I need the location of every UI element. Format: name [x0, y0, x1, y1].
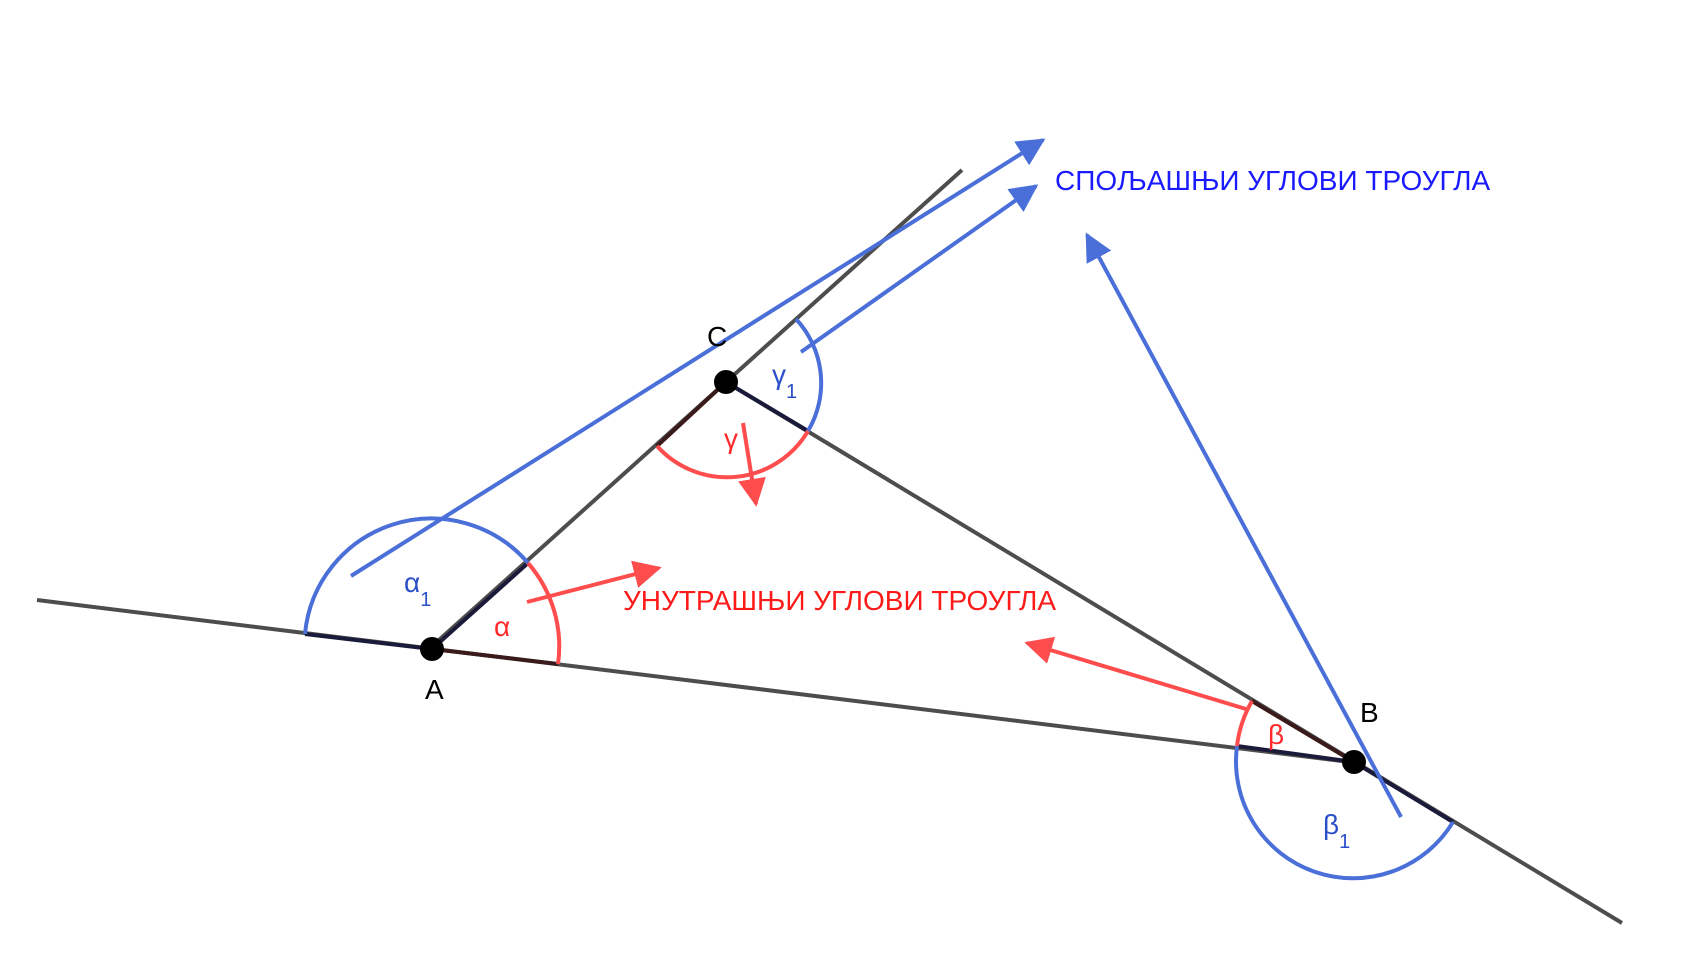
arc-gamma — [655, 429, 810, 480]
label-alpha1-sub: 1 — [420, 589, 431, 611]
interior-angles-label: УНУТРАШЊИ УГЛОВИ ТРОУГЛА — [623, 585, 1056, 616]
segment-a-c — [430, 561, 530, 651]
segment-a-interior — [431, 647, 559, 666]
exterior-angles-label: СПОЉАШЊИ УГЛОВИ ТРОУГЛА — [1055, 165, 1490, 196]
label-beta1-symbol: β — [1323, 809, 1339, 840]
label-alpha1: α1 — [404, 567, 431, 611]
arc-beta1 — [1234, 745, 1455, 881]
label-gamma1-sub: 1 — [786, 381, 797, 403]
label-a: A — [425, 674, 444, 705]
segment-b-a — [1236, 744, 1355, 764]
segment-c-a — [655, 380, 728, 448]
arc-alpha — [526, 561, 562, 665]
label-beta1-sub: 1 — [1339, 831, 1350, 853]
label-alpha: α — [494, 611, 510, 642]
label-alpha1-symbol: α — [404, 567, 420, 598]
label-gamma1: γ1 — [772, 359, 797, 403]
segment-c-b — [724, 380, 810, 433]
arc-gamma1 — [794, 317, 824, 433]
exterior-arrow-2 — [799, 184, 1039, 354]
interior-arrow-2 — [738, 422, 766, 507]
interior-arrow-1 — [526, 560, 662, 604]
exterior-arrow-3 — [1085, 232, 1403, 818]
label-c: C — [707, 321, 727, 352]
interior-arrow-3 — [1024, 636, 1247, 711]
point-b[interactable] — [1342, 750, 1366, 774]
label-beta1: β1 — [1323, 809, 1350, 853]
segment-b-ext — [1352, 760, 1455, 824]
segment-b-c — [1250, 699, 1356, 764]
label-gamma: γ — [724, 423, 738, 454]
arc-alpha1 — [303, 516, 530, 635]
arc-beta — [1235, 699, 1254, 747]
line-ab-extended — [36, 598, 1351, 764]
segment-a-exterior — [304, 632, 433, 651]
label-b: B — [1360, 697, 1379, 728]
label-gamma1-symbol: γ — [772, 359, 786, 390]
line-cb-extended — [724, 380, 1624, 925]
point-a[interactable] — [420, 637, 444, 661]
exterior-arrow-1 — [349, 138, 1046, 578]
label-beta: β — [1268, 719, 1284, 750]
point-c[interactable] — [714, 370, 738, 394]
